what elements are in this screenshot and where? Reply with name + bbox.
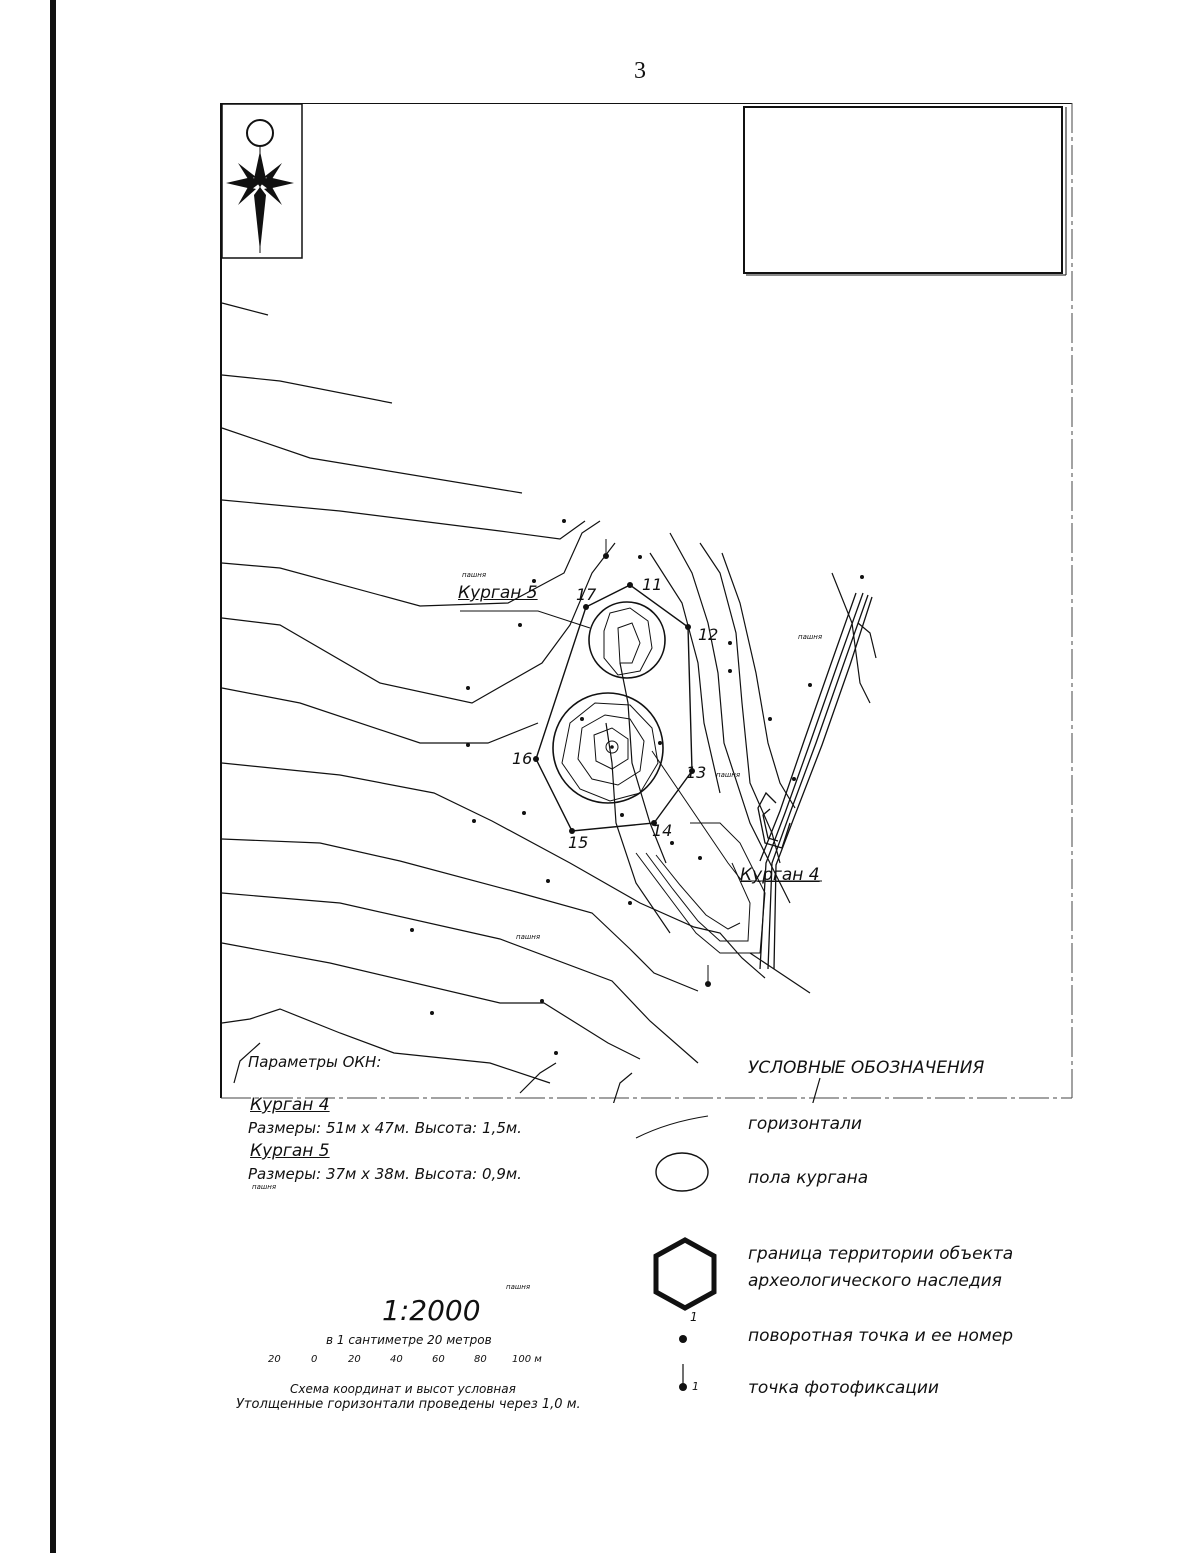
road-lines [757,592,873,970]
legend-photo-point-label: точка фотофиксации [748,1378,939,1398]
turning-point-icon [679,1335,687,1343]
scale-tick-0: 20 [268,1354,281,1365]
scale-tick-1: 0 [311,1354,318,1365]
parameters-kurgan-5-name: Курган 5 [250,1141,330,1161]
parameters-kurgan-4-details: Размеры: 51м x 47м. Высота: 1,5м. [248,1119,522,1137]
turning-point-11: 11 [642,575,663,594]
label-arable-1: пашня [462,571,487,579]
elevation-points [410,519,864,1055]
label-kurgan-5: Курган 5 [458,583,538,603]
mound-ellipse-icon [655,1152,709,1192]
kurgan-4-contours [635,822,766,954]
turning-point-15: 15 [568,833,589,852]
scale-tick-6: 100 м [512,1354,542,1365]
scale-ratio: 1:2000 [382,1294,481,1327]
contour-lines [221,302,877,1103]
label-arable-2: пашня [798,633,823,641]
label-arable-4: пашня [516,933,541,941]
legend-mound-label: пола кургана [748,1168,869,1188]
map-photo-points [603,539,711,987]
label-leaders [460,610,822,882]
scale-tick-4: 60 [432,1354,445,1365]
scale-note: в 1 сантиметре 20 метров [326,1333,492,1347]
turning-point-13: 13 [686,763,707,782]
okn-boundary-polygon [533,582,695,834]
label-arable-6: пашня [506,1283,531,1291]
map-drawing [220,103,1073,1103]
scale-tick-5: 80 [474,1354,487,1365]
turning-point-12: 12 [698,625,719,644]
legend-boundary-label-line1: граница территории объекта [748,1244,1014,1264]
kurgan-4-mound [552,692,664,804]
legend-title: УСЛОВНЫЕ ОБОЗНАЧЕНИЯ [748,1058,985,1078]
turning-point-17: 17 [576,585,597,604]
parameters-title: Параметры ОКН: [248,1053,382,1071]
map-sheet: Курган 5 Курган 4 пашня пашня пашня пашн… [220,103,1075,1291]
legend-boundary-label-line2: археологического наследия [748,1271,1002,1291]
hexagon-boundary-icon [653,1237,717,1311]
legend-contours-label: горизонтали [748,1114,862,1134]
compass-rose-icon [221,103,303,259]
page-number: 3 [634,58,646,84]
scale-tick-2: 20 [348,1354,361,1365]
parameters-kurgan-5-details: Размеры: 37м x 38м. Высота: 0,9м. [248,1165,522,1183]
contours-note: Утолщенные горизонтали проведены через 1… [236,1397,581,1412]
turning-point-16: 16 [512,749,533,768]
label-arable-3: пашня [716,771,741,779]
legend-turning-point-label: поворотная точка и ее номер [748,1326,1013,1346]
scale-tick-3: 40 [390,1354,403,1365]
title-block [743,106,1067,276]
label-arable-5: пашня [252,1183,277,1191]
photo-point-icon [679,1364,687,1391]
contour-line-icon [635,1115,709,1139]
parameters-kurgan-4-name: Курган 4 [250,1095,330,1115]
label-kurgan-4: Курган 4 [740,865,820,885]
turning-point-14: 14 [652,821,673,840]
kurgan-5-mound [588,601,666,679]
page-left-rule [50,0,56,1553]
legend-photo-point-number: 1 [692,1380,699,1393]
coordinates-note: Схема координат и высот условная [290,1382,516,1396]
legend-turning-point-number: 1 [690,1310,698,1324]
